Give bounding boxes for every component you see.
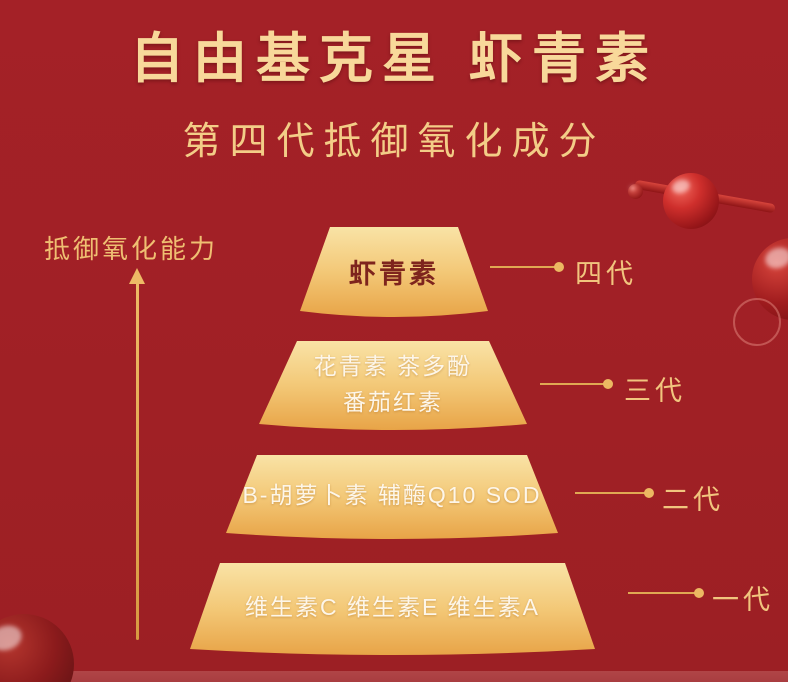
generation-label-4: 四代 bbox=[575, 259, 637, 289]
connector-line-gen4 bbox=[490, 266, 557, 268]
main-title: 自由基克星 虾青素 bbox=[129, 29, 658, 89]
tier-4-label: 维生素C 维生素E 维生素A bbox=[190, 563, 595, 661]
tier-4-shape bbox=[190, 563, 595, 655]
subtitle: 第四代抵御氧化成分 bbox=[182, 121, 606, 163]
tier-3-shape bbox=[226, 455, 558, 539]
tier-4-label-line: 维生素C 维生素E 维生素A bbox=[244, 594, 541, 621]
red-sphere-top-right-decoration bbox=[663, 173, 719, 229]
tier-2-label: 花青素 茶多酚 番茄红素 bbox=[259, 341, 527, 436]
bottom-strip bbox=[0, 671, 788, 682]
tier-2-label-line: 花青素 茶多酚 bbox=[313, 352, 473, 379]
connector-dot-gen2 bbox=[644, 488, 654, 498]
red-sphere-bottom-left-decoration bbox=[0, 614, 74, 682]
ring-outline-decoration bbox=[733, 298, 781, 346]
generation-label-3: 三代 bbox=[624, 376, 686, 406]
connector-line-gen2 bbox=[575, 492, 647, 494]
axis-label: 抵御氧化能力 bbox=[44, 234, 219, 264]
tier-3-label: B-胡萝卜素 辅酶Q10 SOD bbox=[226, 455, 558, 545]
connector-line-gen3 bbox=[540, 383, 606, 385]
pyramid-tier-3rd-generation: 花青素 茶多酚 番茄红素 bbox=[259, 341, 527, 436]
tier-2-label-line: 番茄红素 bbox=[343, 388, 443, 415]
connector-dot-gen4 bbox=[554, 262, 564, 272]
pyramid-tier-2nd-generation: B-胡萝卜素 辅酶Q10 SOD bbox=[226, 455, 558, 545]
generation-label-2: 二代 bbox=[662, 485, 724, 515]
connector-line-gen1 bbox=[628, 592, 697, 594]
tier-1-label-line: 虾青素 bbox=[349, 258, 439, 289]
small-red-sphere-decoration bbox=[628, 184, 643, 199]
tier-1-label: 虾青素 bbox=[300, 227, 488, 323]
connector-dot-gen3 bbox=[603, 379, 613, 389]
axis-arrow-line bbox=[136, 283, 139, 640]
tier-1-shape bbox=[300, 227, 488, 317]
tier-2-shape bbox=[259, 341, 527, 430]
tier-3-label-line: B-胡萝卜素 辅酶Q10 SOD bbox=[242, 482, 542, 509]
connector-dot-gen1 bbox=[694, 588, 704, 598]
pyramid-tier-4th-generation: 虾青素 bbox=[300, 227, 488, 323]
generation-label-1: 一代 bbox=[712, 585, 774, 615]
axis-arrowhead bbox=[129, 268, 145, 284]
pyramid-tier-1st-generation: 维生素C 维生素E 维生素A bbox=[190, 563, 595, 661]
